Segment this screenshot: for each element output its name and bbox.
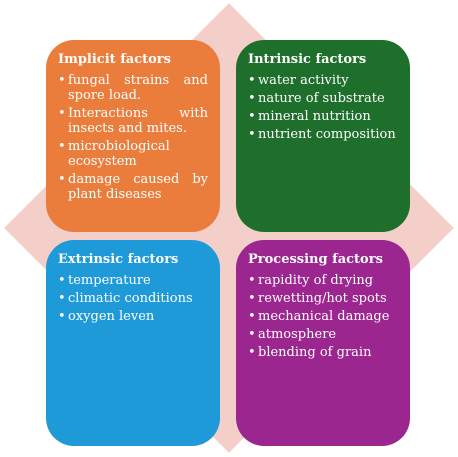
quadrant-processing-factors: Processing factors rapidity of drying re… [236,240,410,446]
quadrant-implicit-factors: Implicit factors fungal strains and spor… [46,40,220,232]
list-item: temperature [58,273,208,288]
quadrant-title: Extrinsic factors [58,252,179,267]
list-item: nature of substrate [248,91,398,106]
list-item: water activity [248,73,398,88]
quadrant-title: Implicit factors [58,52,171,67]
list-item: atmosphere [248,327,398,342]
list-item: rapidity of drying [248,273,398,288]
list-item: oxygen leven [58,309,208,324]
quadrant-title: Processing factors [248,252,383,267]
list-item: mechanical damage [248,309,398,324]
list-item: damage caused by plant diseases [58,172,208,202]
factor-list: rapidity of drying rewetting/hot spots m… [248,273,398,360]
quadrant-intrinsic-factors: Intrinsic factors water activity nature … [236,40,410,232]
quadrant-title: Intrinsic factors [248,52,367,67]
factor-list: fungal strains and spore load. Interacti… [58,73,208,202]
list-item: microbiological ecosystem [58,139,208,169]
list-item: rewetting/hot spots [248,291,398,306]
list-item: Interactions with insects and mites. [58,106,208,136]
quadrant-extrinsic-factors: Extrinsic factors temperature climatic c… [46,240,220,446]
list-item: blending of grain [248,345,398,360]
list-item: mineral nutrition [248,109,398,124]
list-item: nutrient composition [248,127,398,142]
factor-list: water activity nature of substrate miner… [248,73,398,142]
factor-list: temperature climatic conditions oxygen l… [58,273,208,324]
list-item: climatic conditions [58,291,208,306]
list-item: fungal strains and spore load. [58,73,208,103]
